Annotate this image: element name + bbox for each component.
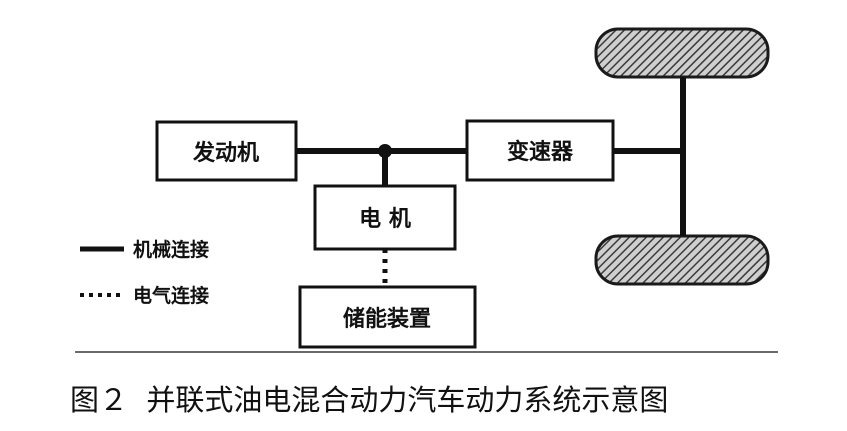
energy-storage-label: 储能装置 (343, 306, 431, 332)
rear-wheel (594, 234, 770, 286)
motor-label: 电 机 (359, 207, 411, 232)
legend-mechanical-label: 机械连接 (133, 238, 209, 261)
legend-electrical-label: 电气连接 (133, 284, 209, 307)
coupling-node (378, 144, 392, 158)
figure-caption: 图２ 并联式油电混合动力汽车动力系统示意图 (70, 383, 668, 417)
front-wheel (594, 27, 770, 79)
gearbox-label: 变速器 (507, 139, 574, 165)
gearbox-block: 变速器 (465, 119, 615, 182)
motor-block: 电 机 (313, 184, 457, 251)
engine-block: 发动机 (155, 120, 298, 182)
energy-storage-block: 储能装置 (298, 285, 477, 349)
legend: 机械连接 电气连接 (80, 238, 209, 307)
engine-label: 发动机 (192, 140, 259, 166)
